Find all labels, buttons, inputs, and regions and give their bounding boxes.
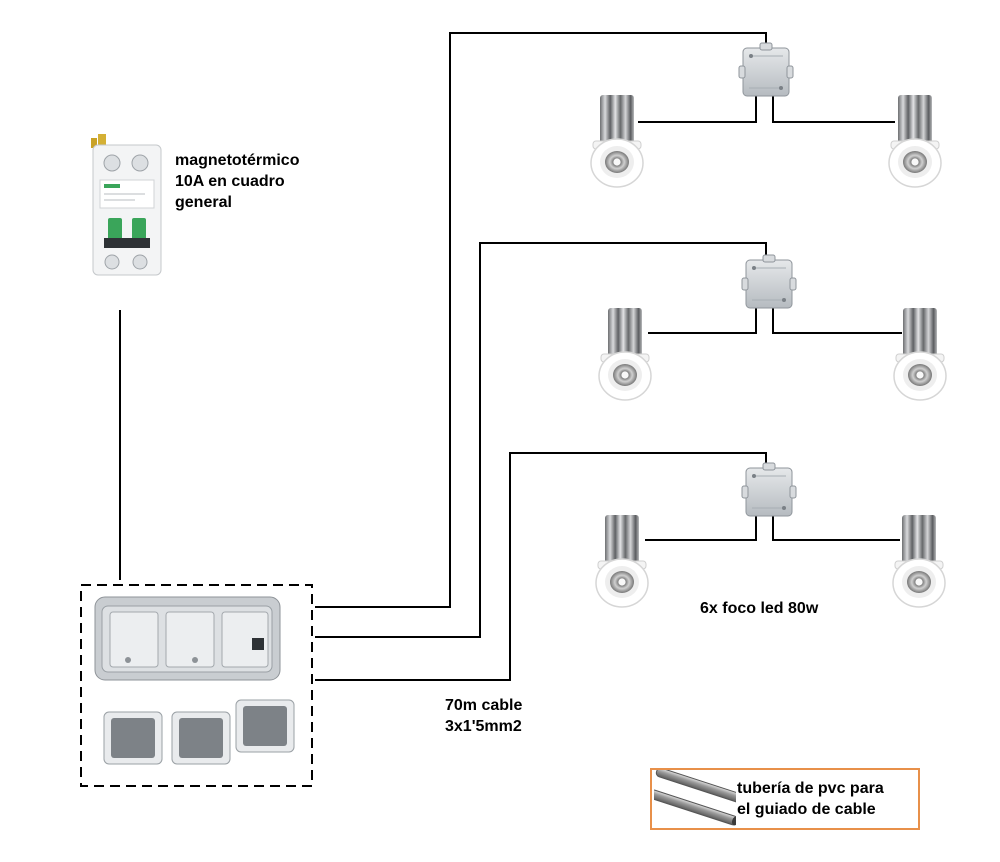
branch-2-left bbox=[648, 307, 757, 334]
wires bbox=[119, 32, 902, 681]
branch-1-left bbox=[638, 95, 757, 123]
branch-2-right bbox=[772, 307, 902, 334]
branch-3-left bbox=[645, 516, 757, 541]
pvc-label: tubería de pvc para el guiado de cable bbox=[737, 778, 884, 820]
led-downlight-icon bbox=[595, 514, 649, 608]
circuit-breaker-icon bbox=[91, 134, 162, 276]
led-downlight-icon bbox=[893, 307, 947, 401]
switch-rocker-2 bbox=[171, 711, 231, 765]
breaker-label-line-1: magnetotérmico bbox=[175, 152, 300, 169]
cable-label-line-2: 3x1'5mm2 bbox=[445, 718, 522, 735]
pvc-label-line-1: tubería de pvc para bbox=[737, 780, 884, 797]
switch-group-outline bbox=[80, 584, 313, 787]
branch-3-right bbox=[772, 516, 900, 541]
junction-box-icon bbox=[741, 462, 797, 517]
pvc-label-line-2: el guiado de cable bbox=[737, 801, 876, 818]
pvc-pipe-icon bbox=[654, 770, 736, 826]
circuit-2-wire bbox=[315, 242, 767, 638]
led-downlight-icon bbox=[590, 94, 644, 188]
circuit-3-wire bbox=[315, 452, 767, 681]
pvc-legend-box: tubería de pvc para el guiado de cable bbox=[650, 768, 920, 830]
triple-switch-box-icon bbox=[80, 584, 313, 787]
led-downlight-icon bbox=[888, 94, 942, 188]
junction-box-icon bbox=[738, 42, 794, 97]
breaker-label-line-3: general bbox=[175, 194, 232, 211]
breaker-label: magnetotérmico 10A en cuadro general bbox=[175, 150, 299, 213]
breaker-label-line-2: 10A en cuadro bbox=[175, 173, 285, 190]
cable-label: 70m cable 3x1'5mm2 bbox=[445, 695, 522, 737]
led-downlight-icon bbox=[598, 307, 652, 401]
led-downlight-icon bbox=[892, 514, 946, 608]
branch-1-right bbox=[772, 95, 895, 123]
switch-rocker-1 bbox=[103, 711, 163, 765]
junction-box-icon bbox=[741, 254, 797, 309]
cable-label-line-1: 70m cable bbox=[445, 697, 523, 714]
switch-rocker-3 bbox=[235, 699, 295, 753]
lamps-label: 6x foco led 80w bbox=[700, 600, 819, 617]
circuit-1-wire bbox=[315, 32, 767, 608]
